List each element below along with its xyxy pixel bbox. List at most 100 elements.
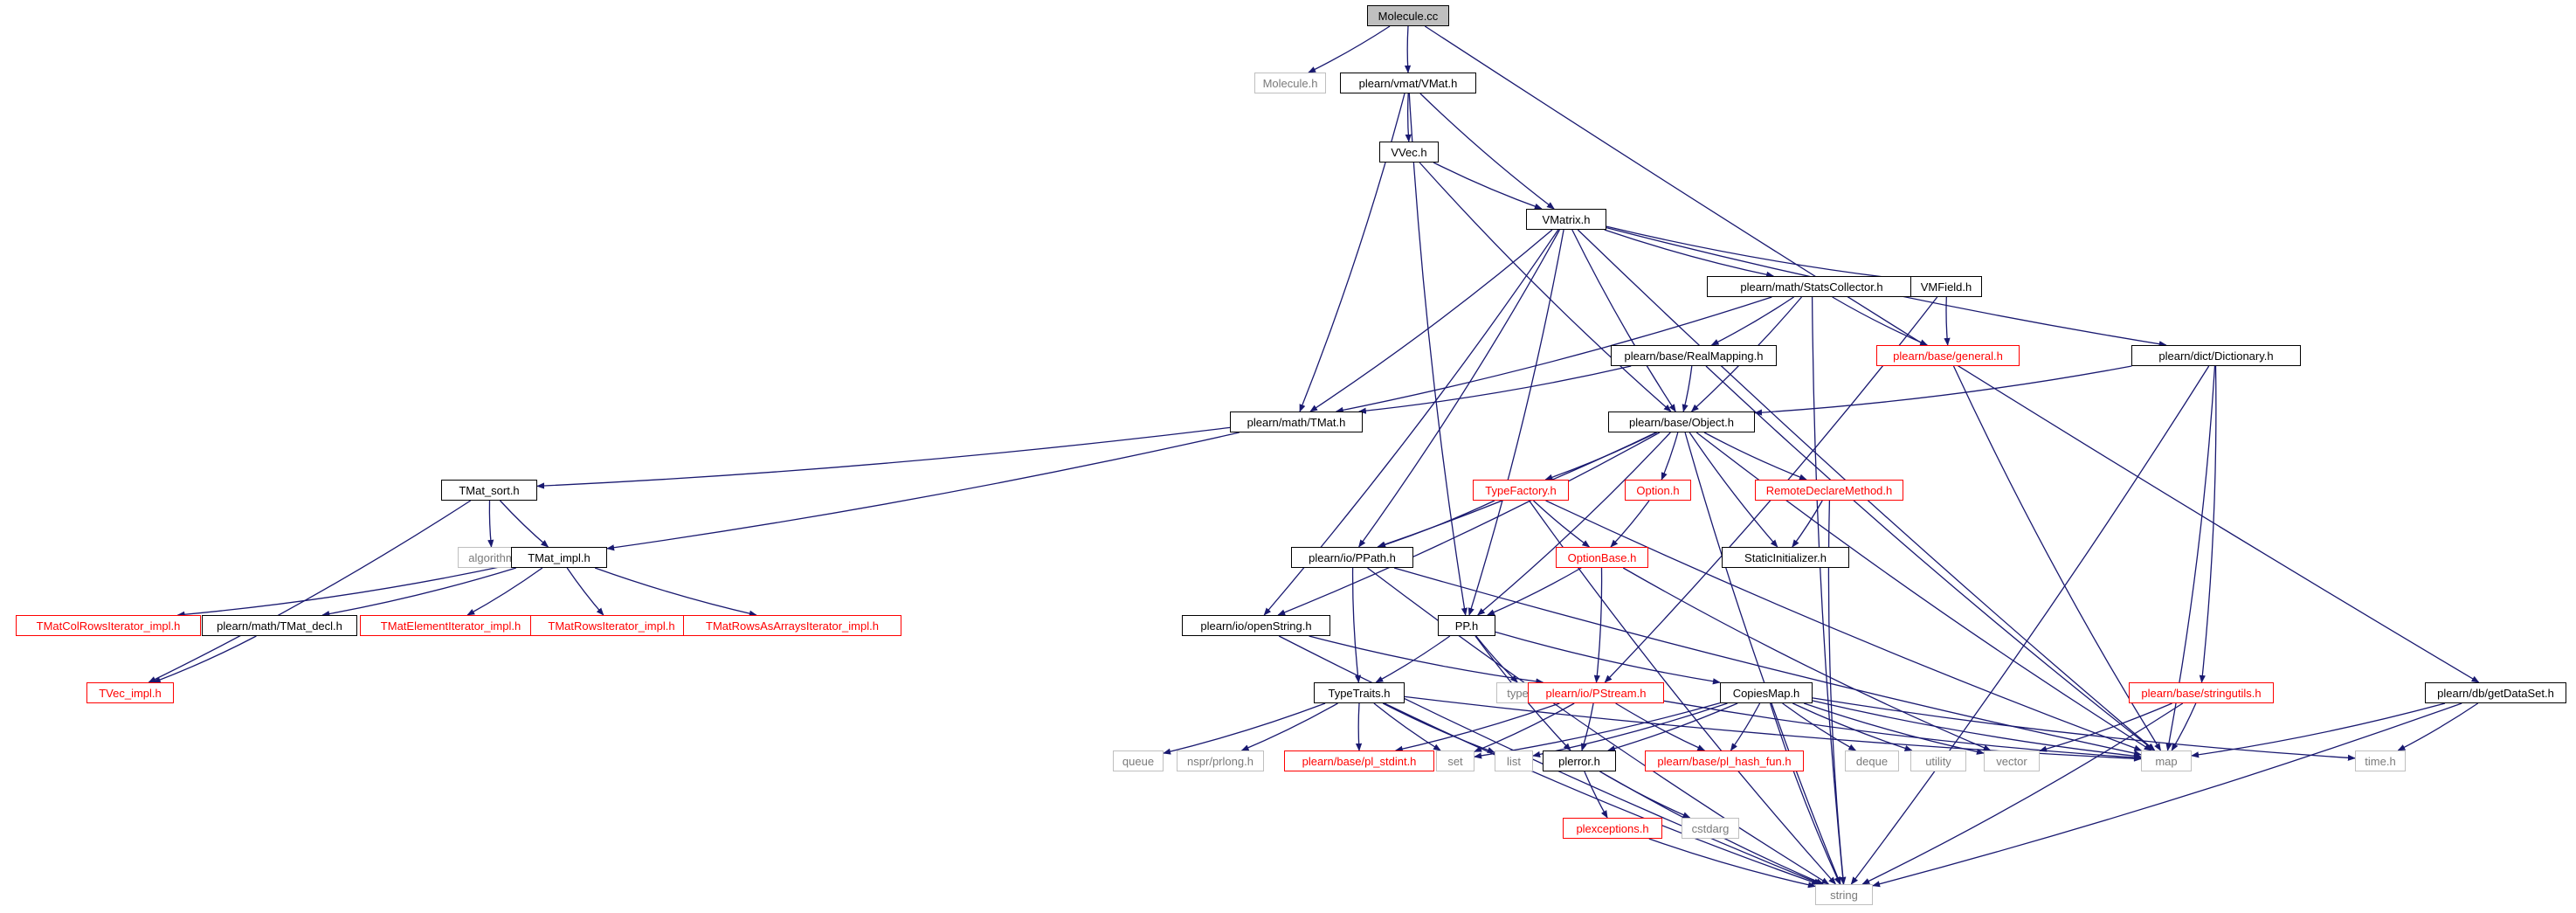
node-deque[interactable]: deque <box>1845 750 1899 771</box>
edge-vmat-h-to-vmatrix-h <box>1419 93 1555 210</box>
edge-pp-h-to-typeinfo <box>1475 635 1518 683</box>
node-tmatelement-h[interactable]: TMatElementIterator_impl.h <box>360 615 542 636</box>
node-ppath-h[interactable]: plearn/io/PPath.h <box>1291 547 1413 568</box>
edge-typetraits-h-to-nspr-h <box>1240 702 1338 751</box>
edge-optionbase-h-to-vector <box>1622 567 1992 751</box>
edge-copiesmap-h-to-time-h <box>1812 697 2356 761</box>
node-plexceptions-h[interactable]: plexceptions.h <box>1563 818 1662 839</box>
edge-tmat-sort-h-to-tvec-impl-h <box>148 500 472 683</box>
node-cstdarg[interactable]: cstdarg <box>1682 818 1739 839</box>
node-staticinit-h[interactable]: StaticInitializer.h <box>1722 547 1849 568</box>
edge-realmapping-h-to-object-h <box>1682 365 1693 412</box>
edge-tmat-h-to-tmat-sort-h <box>536 426 1231 489</box>
edge-option-h-to-optionbase-h <box>1610 500 1650 548</box>
edge-tmat-sort-h-to-tmat-impl-h <box>500 500 549 548</box>
node-optionbase-h[interactable]: OptionBase.h <box>1556 547 1648 568</box>
edge-copiesmap-h-to-plerror-h <box>1607 702 1738 752</box>
edge-pp-h-to-copiesmap-h <box>1495 631 1721 685</box>
node-string[interactable]: string <box>1815 884 1873 905</box>
node-vmatrix-h[interactable]: VMatrix.h <box>1526 209 1606 230</box>
edge-ppath-h-to-map <box>1393 567 2142 757</box>
node-tmat-impl-h[interactable]: TMat_impl.h <box>511 547 607 568</box>
edge-pstream-h-to-pl-hash-fun-h <box>1615 702 1706 751</box>
edge-ppath-h-to-typetraits-h <box>1351 567 1362 683</box>
edge-object-h-to-option-h <box>1661 432 1679 481</box>
edge-vmatrix-h-to-vmfield-h <box>1606 225 1911 283</box>
edge-realmapping-h-to-map <box>1705 365 2155 751</box>
node-utility[interactable]: utility <box>1910 750 1966 771</box>
node-stringutils-h[interactable]: plearn/base/stringutils.h <box>2129 682 2274 703</box>
edge-getdataset-h-to-string <box>1872 702 2462 888</box>
node-time-h[interactable]: time.h <box>2355 750 2406 771</box>
node-remotedeclare-h[interactable]: RemoteDeclareMethod.h <box>1755 480 1903 501</box>
node-queue[interactable]: queue <box>1113 750 1164 771</box>
node-tmatcolrows-h[interactable]: TMatColRowsIterator_impl.h <box>16 615 201 636</box>
node-vvec-h[interactable]: VVec.h <box>1379 142 1439 163</box>
node-molecule-cc[interactable]: Molecule.cc <box>1367 5 1449 26</box>
node-dictionary-h[interactable]: plearn/dict/Dictionary.h <box>2131 345 2301 366</box>
edge-copiesmap-h-to-set <box>1474 702 1721 759</box>
edge-object-h-to-staticinit-h <box>1689 432 1778 548</box>
node-openstring-h[interactable]: plearn/io/openString.h <box>1182 615 1330 636</box>
node-vector[interactable]: vector <box>1984 750 2040 771</box>
edge-molecule-cc-to-molecule-h <box>1308 25 1391 73</box>
node-typetraits-h[interactable]: TypeTraits.h <box>1314 682 1405 703</box>
node-object-h[interactable]: plearn/base/Object.h <box>1608 412 1755 432</box>
node-map[interactable]: map <box>2141 750 2192 771</box>
edge-statscollector-h-to-realmapping-h <box>1710 296 1794 346</box>
node-molecule-h[interactable]: Molecule.h <box>1254 73 1326 93</box>
edge-stringutils-h-to-vector <box>2039 702 2172 752</box>
node-pl-hash-fun-h[interactable]: plearn/base/pl_hash_fun.h <box>1645 750 1804 771</box>
edge-typetraits-h-to-queue <box>1163 702 1326 755</box>
node-general-h[interactable]: plearn/base/general.h <box>1876 345 2020 366</box>
node-nspr-h[interactable]: nspr/prlong.h <box>1177 750 1264 771</box>
node-realmapping-h[interactable]: plearn/base/RealMapping.h <box>1611 345 1777 366</box>
edge-vmatrix-h-to-statscollector-h <box>1604 229 1775 278</box>
node-option-h[interactable]: Option.h <box>1625 480 1691 501</box>
node-pp-h[interactable]: PP.h <box>1438 615 1495 636</box>
edge-typetraits-h-to-pl-stdint-h <box>1355 702 1363 751</box>
node-typefactory-h[interactable]: TypeFactory.h <box>1473 480 1569 501</box>
edge-copiesmap-h-to-pl-hash-fun-h <box>1730 702 1761 751</box>
node-tvec-impl-h[interactable]: TVec_impl.h <box>86 682 174 703</box>
edge-pp-h-to-typetraits-h <box>1375 635 1451 683</box>
edge-molecule-cc-to-vmat-h <box>1404 25 1412 73</box>
node-tmatrowsasarrays-h[interactable]: TMatRowsAsArraysIterator_impl.h <box>683 615 901 636</box>
node-vmfield-h[interactable]: VMField.h <box>1910 276 1982 297</box>
node-tmatrowsiter-h[interactable]: TMatRowsIterator_impl.h <box>530 615 693 636</box>
edge-stringutils-h-to-string <box>1861 702 2184 885</box>
node-statscollector-h[interactable]: plearn/math/StatsCollector.h <box>1707 276 1916 297</box>
edge-copiesmap-h-to-string <box>1769 702 1840 885</box>
edge-statscollector-h-to-tmat-h <box>1335 296 1772 413</box>
node-plerror-h[interactable]: plerror.h <box>1543 750 1616 771</box>
edge-realmapping-h-to-tmat-h <box>1357 365 1632 414</box>
node-pl-stdint-h[interactable]: plearn/base/pl_stdint.h <box>1284 750 1434 771</box>
edge-pstream-h-to-pl-stdint-h <box>1394 702 1560 752</box>
node-tmat-h[interactable]: plearn/math/TMat.h <box>1230 412 1363 432</box>
edge-object-h-to-string <box>1684 432 1841 885</box>
edge-vvec-h-to-object-h <box>1419 162 1672 412</box>
edge-openstring-h-to-pstream-h <box>1309 635 1544 685</box>
edge-vmatrix-h-to-ppath-h <box>1358 229 1560 548</box>
edge-tmat-impl-h-to-tmatcolrows-h <box>176 564 512 618</box>
node-tmat-sort-h[interactable]: TMat_sort.h <box>441 480 537 501</box>
node-set[interactable]: set <box>1436 750 1474 771</box>
edge-tmat-decl-h-to-tvec-impl-h <box>152 635 257 683</box>
edge-vmat-h-to-vvec-h <box>1405 93 1412 142</box>
edge-dictionary-h-to-string <box>1850 365 2210 885</box>
edge-vmat-h-to-tmat-h <box>1299 93 1405 412</box>
edge-copiesmap-h-to-deque <box>1782 702 1857 751</box>
node-vmat-h[interactable]: plearn/vmat/VMat.h <box>1340 73 1476 93</box>
edge-getdataset-h-to-map <box>2191 702 2446 758</box>
edge-vmat-h-to-pp-h <box>1408 93 1468 616</box>
edge-pstream-h-to-map <box>1663 700 2142 761</box>
edge-copiesmap-h-to-map <box>1812 700 2142 759</box>
node-pstream-h[interactable]: plearn/io/PStream.h <box>1528 682 1664 703</box>
edge-typetraits-h-to-string <box>1384 702 1820 885</box>
node-getdataset-h[interactable]: plearn/db/getDataSet.h <box>2425 682 2566 703</box>
edge-object-h-to-pp-h <box>1477 432 1671 616</box>
node-copiesmap-h[interactable]: CopiesMap.h <box>1720 682 1813 703</box>
node-tmat-decl-h[interactable]: plearn/math/TMat_decl.h <box>202 615 357 636</box>
edge-pstream-h-to-set <box>1474 702 1575 752</box>
node-list[interactable]: list <box>1495 750 1533 771</box>
